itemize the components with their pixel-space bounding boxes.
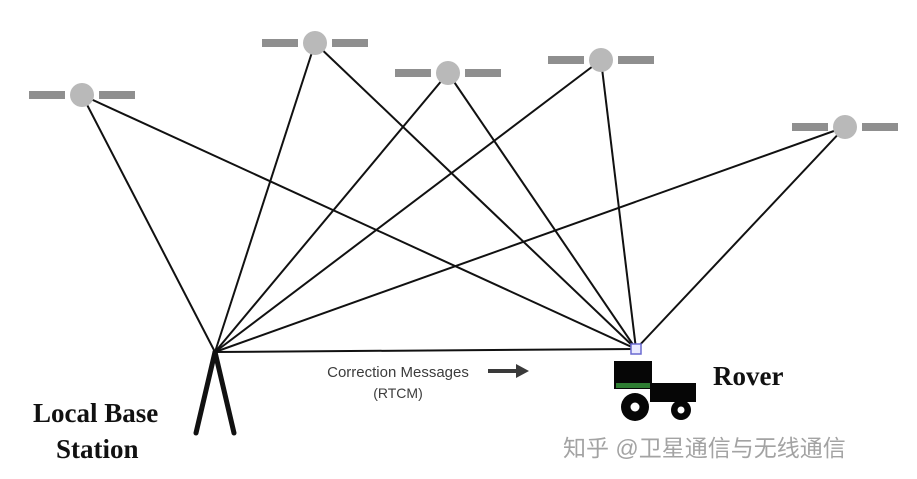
signal-line	[600, 59, 637, 350]
signal-line	[81, 94, 637, 350]
tripod-leg-right	[212, 349, 237, 436]
satellite-wing-right	[465, 69, 501, 77]
local-base-label-line1: Local Base	[33, 398, 158, 428]
satellite-body	[70, 83, 94, 107]
satellite-icons	[29, 31, 898, 139]
satellite-body	[436, 61, 460, 85]
signal-line	[214, 59, 602, 353]
base-station-tripod-icon	[193, 349, 237, 436]
correction-messages-label: Correction Messages	[327, 364, 469, 381]
signal-line	[314, 42, 637, 350]
satellite-wing-right	[862, 123, 898, 131]
satellite-wing-right	[618, 56, 654, 64]
satellite-wing-right	[332, 39, 368, 47]
rover-stripe	[616, 383, 650, 388]
tripod-leg-left	[193, 349, 218, 436]
satellite-body	[589, 48, 613, 72]
satellite-wing-left	[29, 91, 65, 99]
correction-arrow-icon	[488, 364, 529, 378]
signal-lines	[81, 42, 846, 353]
rover-body	[650, 383, 696, 402]
satellite-body	[833, 115, 857, 139]
rover-antenna-marker	[630, 343, 642, 355]
local-base-label-line2: Station	[56, 434, 139, 464]
signal-line	[447, 72, 637, 350]
satellite-icon	[792, 115, 898, 139]
correction-link-line	[214, 348, 637, 353]
rover-wheel-rear-hub	[630, 402, 640, 412]
satellite-body	[303, 31, 327, 55]
signal-line	[214, 126, 846, 353]
rover-wheel-front-hub	[677, 406, 685, 414]
satellite-wing-left	[792, 123, 828, 131]
satellite-wing-left	[395, 69, 431, 77]
signal-line	[214, 72, 449, 353]
satellite-icon	[395, 61, 501, 85]
satellite-wing-right	[99, 91, 135, 99]
rover-label: Rover	[713, 361, 783, 391]
rtcm-label: (RTCM)	[373, 385, 423, 401]
satellite-wing-left	[548, 56, 584, 64]
satellite-icon	[29, 83, 135, 107]
satellite-icon	[262, 31, 368, 55]
rover-vehicle-icon	[614, 343, 696, 421]
watermark-text: 知乎 @卫星通信与无线通信	[563, 435, 846, 461]
signal-line	[81, 94, 216, 353]
signal-line	[635, 126, 846, 350]
signal-line	[214, 42, 316, 353]
satellite-wing-left	[262, 39, 298, 47]
satellite-icon	[548, 48, 654, 72]
